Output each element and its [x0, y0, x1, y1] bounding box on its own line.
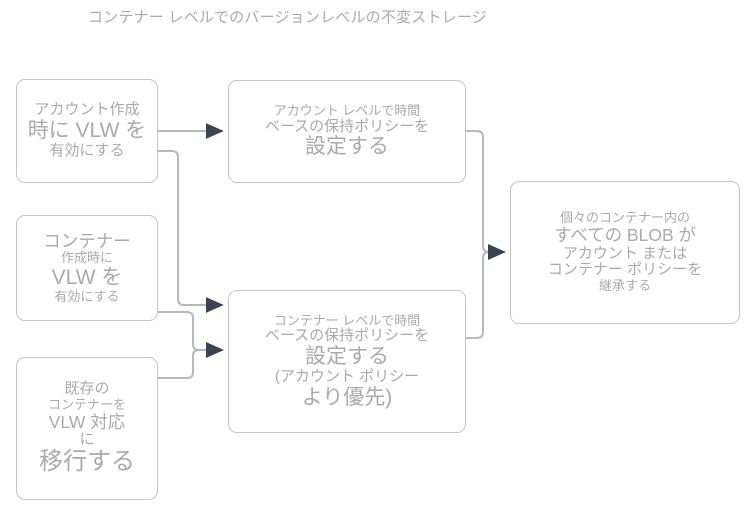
node-line: コンテナー — [43, 230, 131, 251]
node-line: コンテナーを — [47, 396, 126, 412]
edge-account-policy-to-inherit — [466, 130, 506, 260]
node-line: コンテナー ポリシーを — [547, 261, 703, 279]
node-line: 移行する — [39, 447, 135, 475]
node-inherit[interactable]: 個々のコンテナー内の すべての BLOB が アカウント または コンテナー ポ… — [510, 181, 740, 324]
node-line: すべての BLOB が — [554, 224, 696, 245]
node-account-policy[interactable]: アカウント レベルで時間 ベースの保持ポリシーを 設定する — [228, 80, 466, 183]
node-line: 有効にする — [49, 141, 125, 159]
node-line: 作成時に — [60, 250, 113, 266]
node-line: ベースの保持ポリシーを — [264, 327, 430, 345]
edge-container-vlw-to-container-policy — [158, 311, 224, 358]
edge-container-policy-to-inherit — [466, 244, 506, 339]
node-line: 継承する — [598, 278, 651, 294]
page-title: コンテナー レベルでのバージョンレベルの不変ストレージ — [88, 9, 487, 26]
node-container-policy[interactable]: コンテナー レベルで時間 ベースの保持ポリシーを 設定する (アカウント ポリシ… — [228, 290, 466, 433]
node-line: 設定する — [305, 135, 389, 159]
node-line: (アカウント ポリシー — [274, 367, 420, 385]
node-container-vlw[interactable]: コンテナー 作成時に VLW を 有効にする — [16, 215, 158, 321]
node-line: 既存の — [64, 380, 110, 398]
node-migrate-vlw[interactable]: 既存の コンテナーを VLW 対応 に 移行する — [16, 357, 158, 500]
edge-migrate-vlw-to-container-policy — [158, 342, 224, 379]
node-line: アカウント または — [562, 244, 688, 262]
node-line: ベースの保持ポリシーを — [264, 117, 430, 135]
node-line: VLW 対応 — [48, 411, 126, 432]
node-line: アカウント作成 — [34, 101, 140, 119]
node-line: より優先) — [301, 385, 393, 409]
node-line: VLW を — [51, 266, 123, 290]
node-line: 設定する — [305, 345, 389, 369]
node-line: コンテナー レベルで時間 — [273, 312, 421, 328]
node-line: アカウント レベルで時間 — [273, 103, 421, 119]
node-line: 個々のコンテナー内の — [559, 210, 690, 226]
edge-account-vlw-to-container-policy — [158, 150, 224, 313]
node-line: に — [79, 431, 95, 449]
node-line: 時に VLW を — [27, 119, 147, 143]
node-account-vlw[interactable]: アカウント作成 時に VLW を 有効にする — [16, 79, 158, 183]
node-line: 有効にする — [54, 288, 120, 304]
